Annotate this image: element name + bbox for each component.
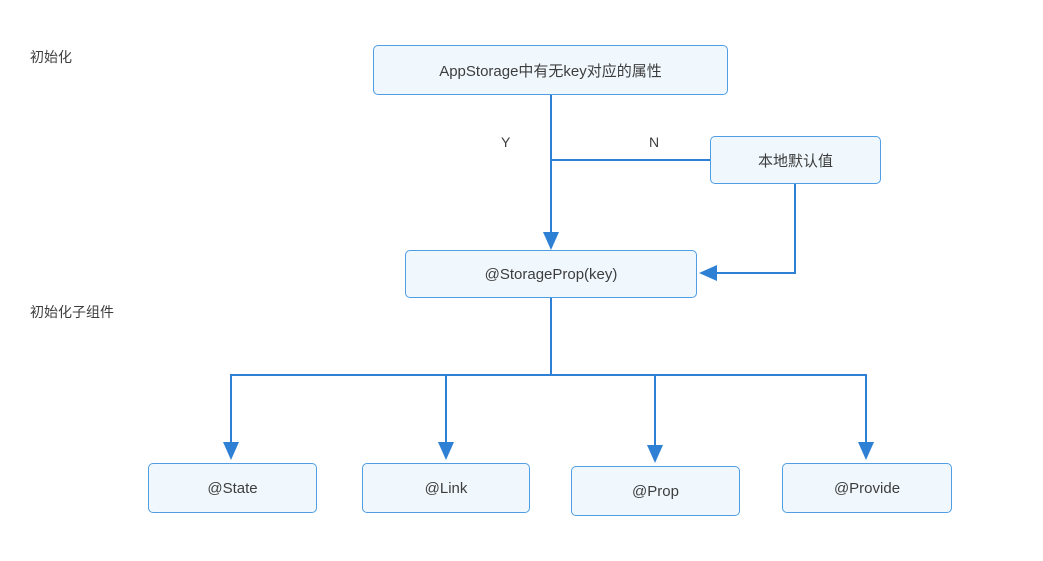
edge-localdefault-horizontal: [717, 272, 796, 274]
branch-label-no: N: [649, 134, 660, 150]
edge-drop-provide: [865, 374, 867, 442]
edge-localdefault-vertical: [794, 184, 796, 274]
arrowhead-down-into-prop: [647, 445, 663, 463]
edge-distribution-bus: [230, 374, 867, 376]
edge-drop-state: [230, 374, 232, 442]
node-state: @State: [148, 463, 317, 513]
stage-label-initialization: 初始化: [30, 49, 72, 65]
branch-label-yes: Y: [501, 134, 511, 150]
node-local-default-value: 本地默认值: [710, 136, 881, 184]
edge-drop-link: [445, 374, 447, 442]
arrowhead-down-into-provide: [858, 442, 874, 460]
node-prop: @Prop: [571, 466, 740, 516]
edge-storageprop-down: [550, 298, 552, 374]
stage-label-initialize-child-component: 初始化子组件: [30, 304, 114, 320]
edge-yes-vertical: [550, 95, 552, 232]
arrowhead-down-into-link: [438, 442, 454, 460]
edge-drop-prop: [654, 374, 656, 445]
arrowhead-left-into-storageprop: [699, 265, 717, 281]
edge-no-horizontal: [551, 159, 710, 161]
node-storageprop-key: @StorageProp(key): [405, 250, 697, 298]
arrowhead-down-into-storageprop: [543, 232, 559, 250]
node-appstorage-key-check: AppStorage中有无key对应的属性: [373, 45, 728, 95]
arrowhead-down-into-state: [223, 442, 239, 460]
node-link: @Link: [362, 463, 530, 513]
node-provide: @Provide: [782, 463, 952, 513]
